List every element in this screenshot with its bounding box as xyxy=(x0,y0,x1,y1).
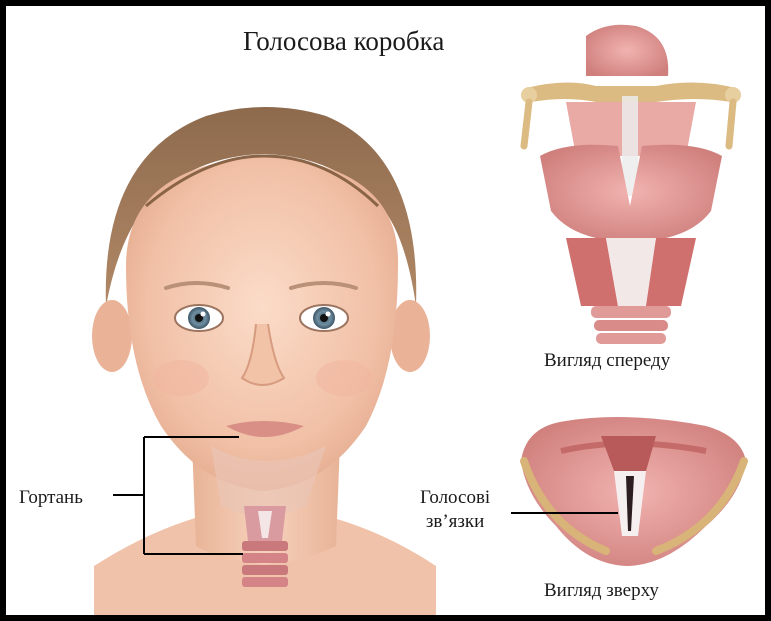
diagram-title: Голосова коробка xyxy=(243,26,444,57)
front-view-label: Вигляд спереду xyxy=(544,350,670,372)
left-ear xyxy=(92,300,132,372)
illustration xyxy=(6,6,765,615)
larynx-illustration xyxy=(242,506,288,587)
diagram-canvas: Голосова коробка Вигляд спереду Вигляд з… xyxy=(6,6,765,615)
top-view-label: Вигляд зверху xyxy=(544,580,659,602)
larynx-top-view xyxy=(521,417,746,566)
face xyxy=(126,156,398,491)
vocal-cords-label-line2: зв’язки xyxy=(420,510,490,534)
vocal-cords-label-line1: Голосові xyxy=(420,486,490,510)
vocal-cords-label: Голосові зв’язки xyxy=(420,486,490,534)
larynx-front-view xyxy=(521,25,741,344)
larynx-label: Гортань xyxy=(19,487,83,509)
